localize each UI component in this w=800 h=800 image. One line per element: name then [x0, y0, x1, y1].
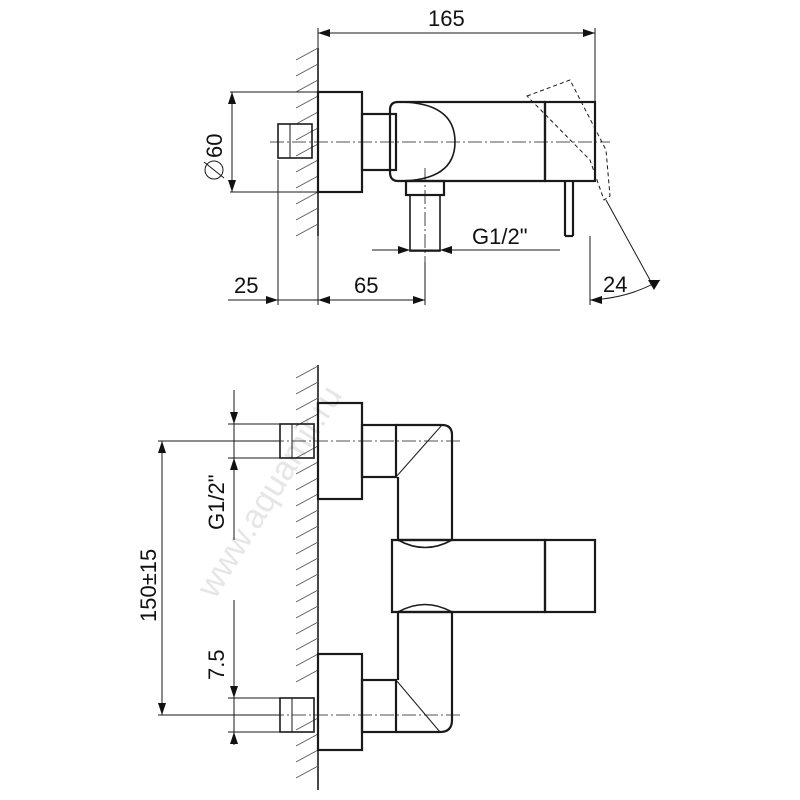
mixer-body-front	[390, 538, 547, 614]
dim-adjustment: 7.5	[204, 649, 229, 680]
cartridge-cap-front	[543, 538, 597, 614]
mixer-arm-upper	[396, 423, 454, 542]
pipe-stub-top	[277, 123, 313, 159]
dim-outlet-distance: 65	[354, 273, 378, 298]
dim-thread-top: G1/2"	[472, 224, 528, 249]
handle-rotated-outline	[526, 79, 611, 201]
escutcheon-lower	[316, 652, 364, 752]
top-view: 165 60 G1/2" 25 65 24	[202, 6, 661, 305]
dim-thread-front: G1/2"	[204, 474, 229, 530]
dim-wall-offset: 25	[234, 273, 258, 298]
mixer-body-top	[388, 100, 547, 183]
connector-lower	[360, 678, 398, 734]
mixer-arm-lower	[396, 610, 454, 734]
front-view: 150±15 G1/2" 7.5	[136, 365, 597, 790]
dim-diameter: 60	[202, 134, 227, 158]
cartridge-cap-top	[543, 100, 597, 183]
dim-centre-distance: 150±15	[136, 549, 161, 622]
dim-overall-length: 165	[428, 6, 465, 31]
connector-upper	[360, 423, 398, 479]
dim-handle-angle: 24	[603, 272, 627, 297]
